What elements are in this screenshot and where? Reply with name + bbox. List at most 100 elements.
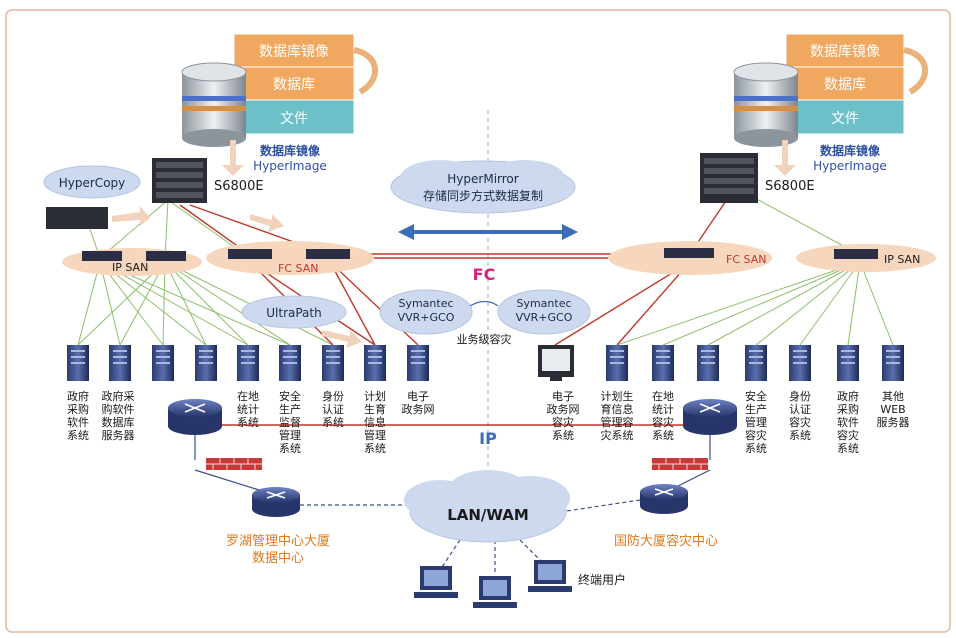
symantec-right-desc: VVR+GCO	[516, 311, 573, 324]
right-fc-switch-icon	[664, 248, 714, 258]
symantec-link-icon	[469, 300, 499, 307]
left-site-router-icon	[252, 487, 300, 517]
right-site-router-icon	[640, 484, 688, 514]
replication-arrow-icon	[398, 224, 578, 240]
right-db-cylinder-icon	[733, 62, 799, 147]
hypermirror-desc: 存储同步方式数据复制	[423, 188, 543, 203]
ip-network-label: IP	[479, 429, 497, 448]
right-ip-switch-icon	[834, 249, 878, 259]
right-layer-db-label: 数据库	[824, 77, 866, 93]
left-s6800e-label: S6800E	[214, 179, 264, 194]
symantec-left-label: Symantec	[398, 297, 453, 310]
right-layer-db-mirror-label: 数据库镜像	[810, 44, 880, 60]
right-stack: 数据库镜像 数据库 文件	[785, 33, 929, 135]
left-server-5-icon	[237, 345, 259, 381]
right-fc-san-cloud: FC SAN	[608, 241, 772, 275]
left-core-switch-icon	[168, 399, 222, 435]
right-server-label-4: 安全生产管理容灾系统	[745, 389, 767, 455]
terminal-users-label: 终端用户	[578, 572, 626, 587]
left-server-3-icon	[152, 345, 174, 381]
right-server-label-1: 电子政务网容灾系统	[547, 390, 580, 442]
left-server-label-1: 政府采购软件系统	[67, 389, 89, 442]
left-server-1-icon	[67, 345, 89, 381]
right-firewall-icon	[652, 458, 708, 470]
left-server-label-2: 政府采购软件数据库服务器	[102, 389, 135, 442]
right-server-7-icon	[882, 345, 904, 381]
left-site-sublabel: 数据中心	[252, 551, 304, 566]
left-fc-san-cloud: FC SAN	[206, 241, 374, 275]
left-server-group: 政府采购软件系统政府采购软件数据库服务器在地统计系统安全生产监督管理系统身份认证…	[67, 345, 435, 455]
right-layer-db-mirror	[785, 33, 905, 68]
diagram-frame	[5, 9, 951, 633]
left-layer-file-label: 文件	[280, 111, 308, 127]
left-fc-san-label: FC SAN	[278, 262, 318, 275]
hypercopy-label: HyperCopy	[59, 176, 126, 190]
left-site-label: 罗湖管理中心大厦	[226, 534, 330, 549]
right-server-3-icon	[697, 345, 719, 381]
left-server-label-6: 计划生育信息管理系统	[364, 390, 386, 455]
right-server-label-6: 政府采购软件容灾系统	[837, 389, 859, 455]
left-firewall-icon	[206, 458, 262, 470]
left-caption-en: HyperImage	[253, 159, 327, 173]
left-ip-switch-1-icon	[82, 251, 122, 261]
fc-network-label: FC	[473, 265, 496, 284]
right-layer-file	[785, 99, 905, 135]
right-monitor-icon	[538, 345, 574, 381]
left-s6800e-icon	[152, 158, 207, 203]
right-layer-db	[785, 66, 905, 101]
right-server-label-5: 身份认证容灾系统	[789, 389, 811, 442]
symantec-right-label: Symantec	[516, 297, 571, 310]
left-layer-db-mirror	[233, 33, 355, 68]
left-caption-cn: 数据库镜像	[260, 143, 321, 158]
right-s6800e-icon	[700, 153, 758, 203]
hypercopy-cloud: HyperCopy	[43, 165, 141, 199]
right-up-arrow-icon	[774, 140, 796, 176]
right-server-6-icon	[837, 345, 859, 381]
left-ip-san-label: IP SAN	[112, 261, 148, 274]
right-core-switch-icon	[683, 399, 737, 435]
left-server-4-icon	[195, 345, 217, 381]
right-ip-san-label: IP SAN	[884, 253, 920, 266]
left-backup-storage-icon	[46, 207, 108, 229]
right-fc-san-label: FC SAN	[726, 253, 766, 266]
right-site-label: 国防大厦容灾中心	[614, 533, 718, 549]
ultrapath-cloud: UltraPath	[241, 295, 347, 329]
left-server-label-3: 在地统计系统	[237, 390, 259, 429]
right-server-4-icon	[745, 345, 767, 381]
right-mirror-arrow-icon	[903, 47, 929, 95]
right-s6800e-label: S6800E	[765, 179, 815, 194]
left-server-2-icon	[109, 345, 131, 381]
symantec-left-cloud: Symantec VVR+GCO	[379, 289, 473, 335]
left-server-label-7: 电子政务网	[402, 390, 435, 416]
left-mirror-arrow-icon	[353, 47, 379, 95]
red-fc-links	[179, 194, 731, 426]
right-caption-cn: 数据库镜像	[820, 143, 881, 158]
symantec-right-cloud: Symantec VVR+GCO	[497, 289, 591, 335]
business-dr-label: 业务级容灾	[457, 332, 512, 346]
right-server-label-3: 在地统计容灾系统	[652, 390, 674, 442]
hypermirror-cloud: HyperMirror 存储同步方式数据复制	[390, 160, 576, 214]
left-fc-switch-2-icon	[306, 249, 350, 259]
right-ip-san-cloud: IP SAN	[796, 244, 936, 272]
left-ip-switch-2-icon	[146, 251, 186, 261]
terminal-pc-1-icon	[414, 566, 458, 598]
left-fc-arrow-icon	[250, 214, 284, 232]
terminal-pc-2-icon	[473, 576, 517, 608]
left-stack: 数据库镜像 数据库 文件	[233, 33, 379, 135]
right-server-2-icon	[652, 345, 674, 381]
left-server-9-icon	[407, 345, 429, 381]
left-layer-db-label: 数据库	[273, 77, 315, 93]
right-server-label-2: 计划生育信息管理容灾系统	[601, 389, 634, 442]
right-caption-en: HyperImage	[813, 159, 887, 173]
left-fc-switch-1-icon	[228, 249, 272, 259]
left-up-arrow-icon	[222, 140, 244, 176]
right-server-1-icon	[606, 345, 628, 381]
right-layer-file-label: 文件	[831, 111, 859, 127]
left-server-label-5: 身份认证系统	[322, 389, 344, 429]
left-ip-san-cloud: IP SAN	[62, 248, 202, 276]
right-server-5-icon	[789, 345, 811, 381]
left-db-cylinder-icon	[181, 62, 247, 147]
